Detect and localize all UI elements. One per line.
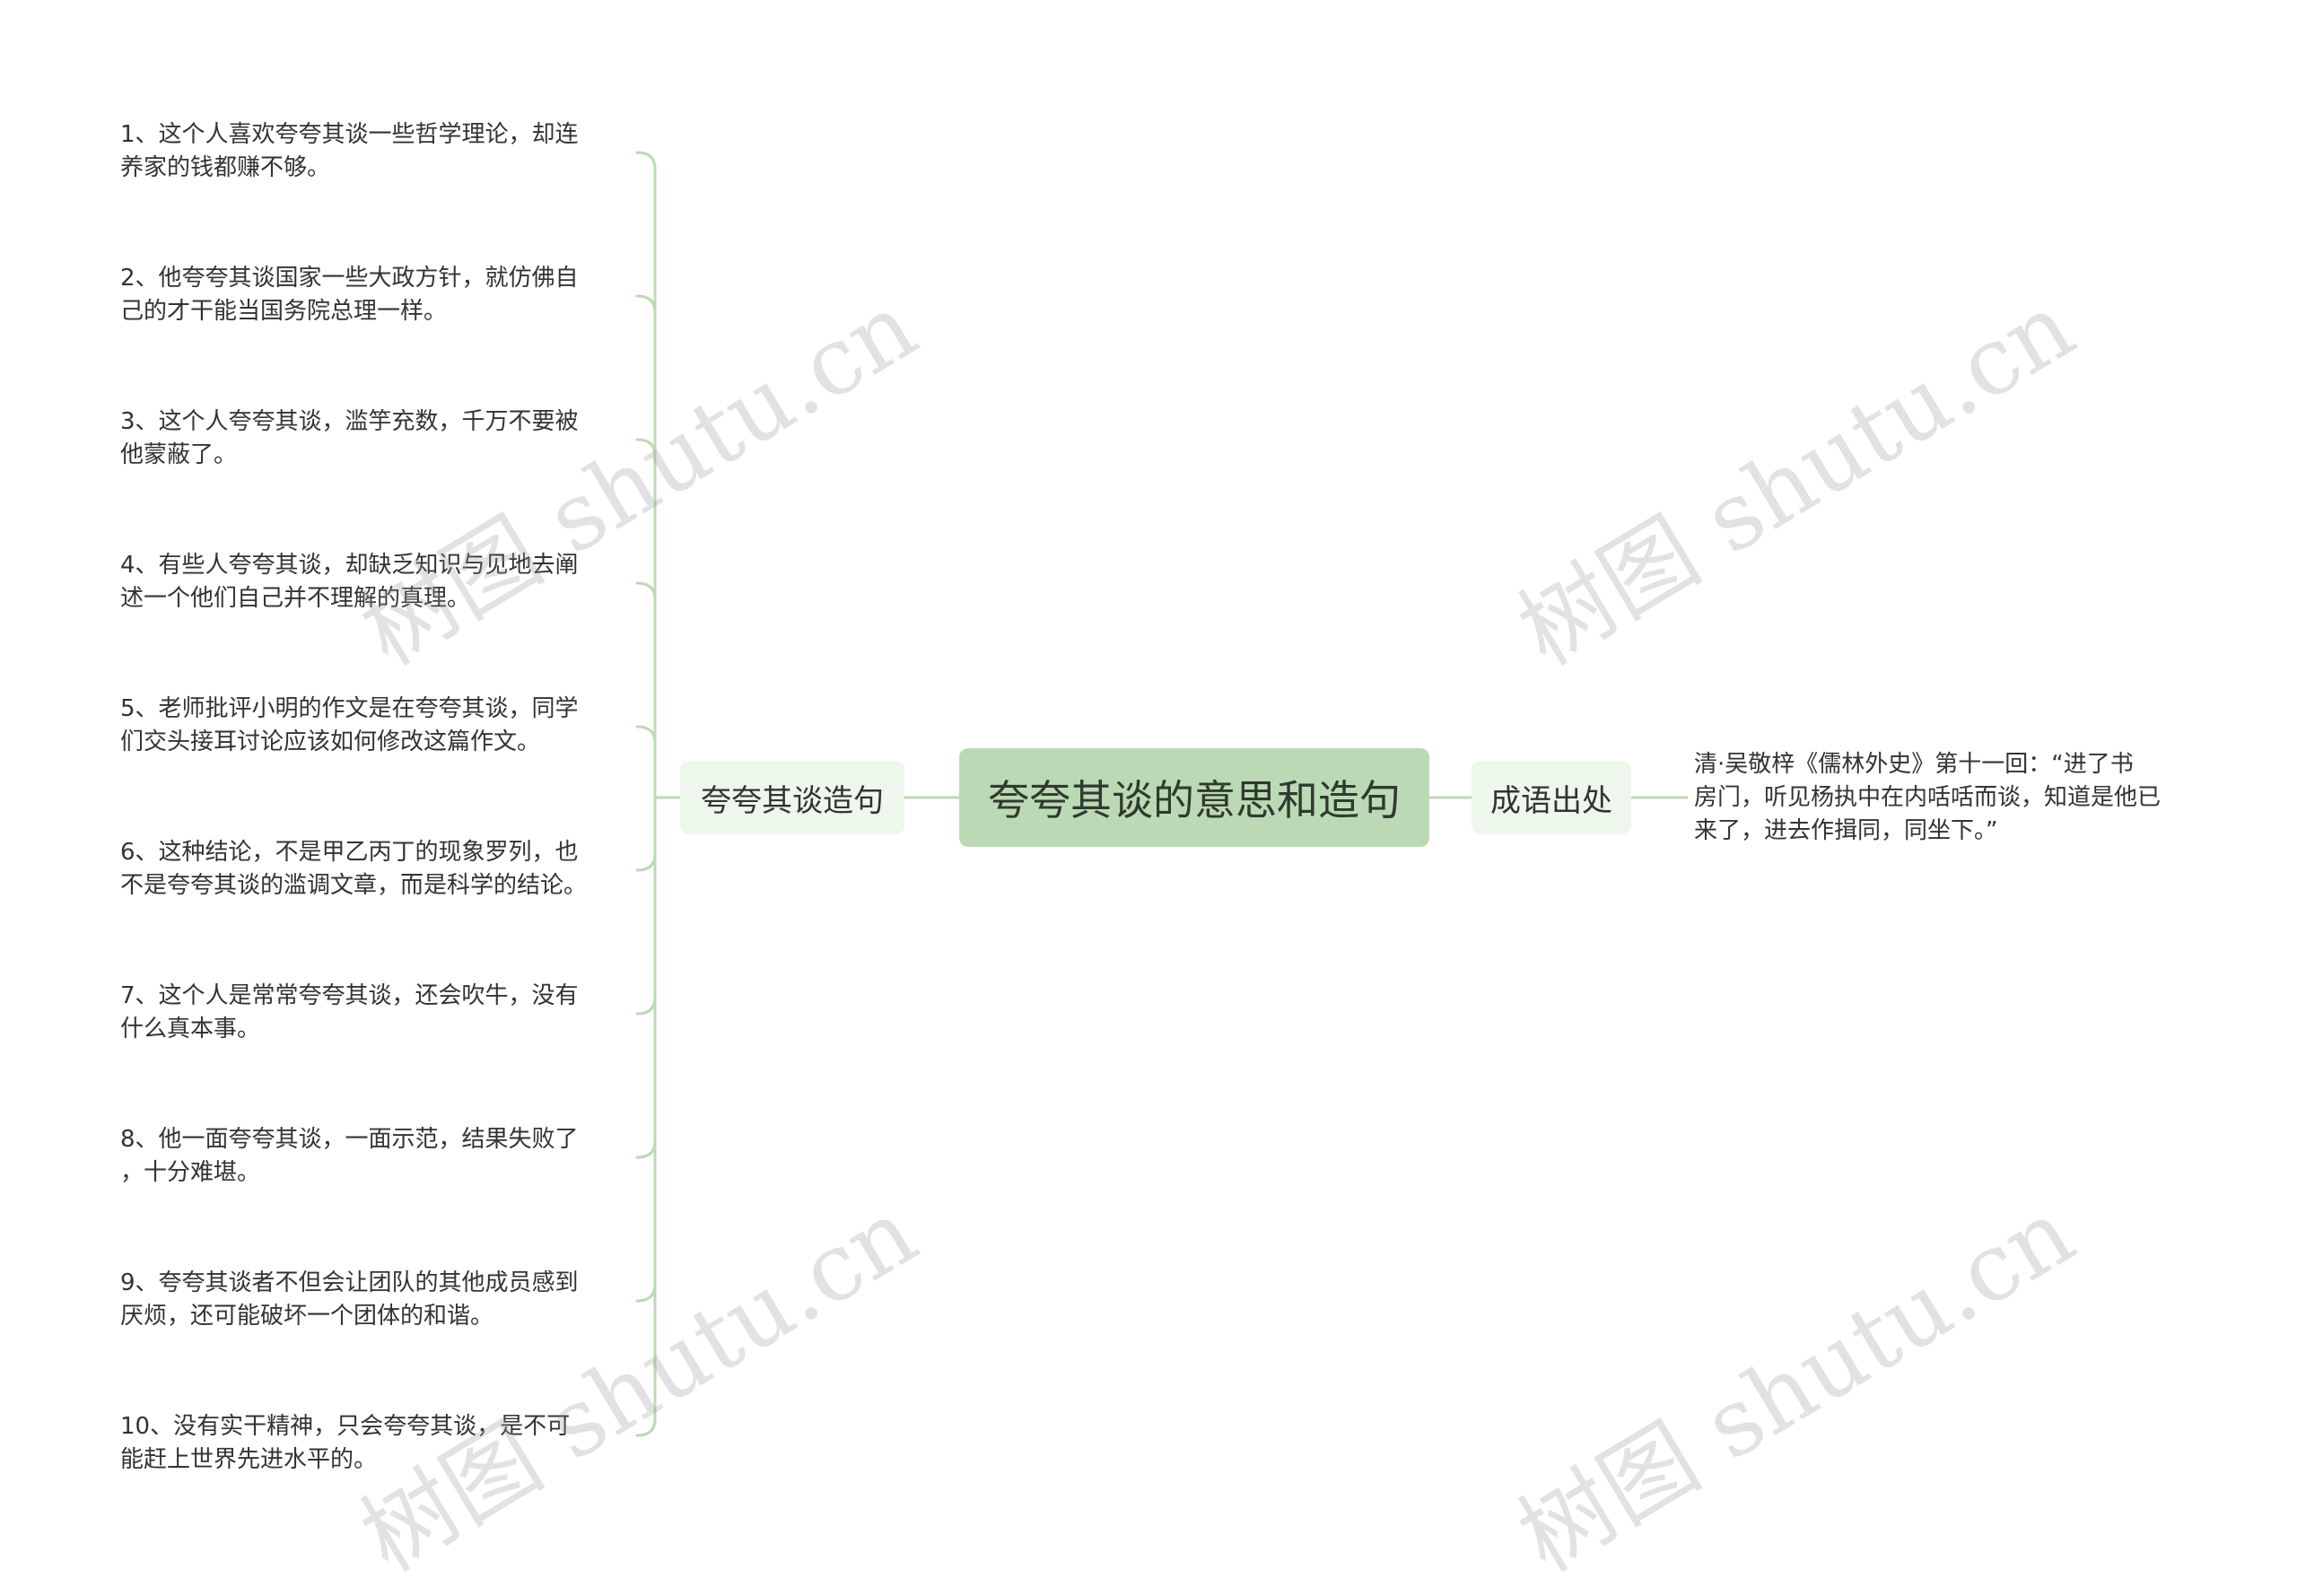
example-sentence-3[interactable]: 3、这个人夸夸其谈，滥竽充数，千万不要被 他蒙蔽了。 <box>120 408 579 468</box>
tick-4 <box>635 581 657 601</box>
tick-1 <box>635 151 657 170</box>
tick-3 <box>635 438 657 458</box>
tick-6 <box>635 852 657 872</box>
root-label: 夸夸其谈的意思和造句 <box>988 776 1401 824</box>
example-sentence-2[interactable]: 2、他夸夸其谈国家一些大政方针，就仿佛自 己的才干能当国务院总理一样。 <box>120 265 579 325</box>
root-node[interactable]: 夸夸其谈的意思和造句 <box>959 748 1429 847</box>
tick-5 <box>635 725 657 745</box>
example-sentence-5[interactable]: 5、老师批评小明的作文是在夸夸其谈，同学 们交头接耳讨论应该如何修改这篇作文。 <box>120 695 579 755</box>
branch-label: 成语出处 <box>1490 782 1612 819</box>
branch-idiom-origin[interactable]: 成语出处 <box>1472 761 1631 834</box>
branch-usage-examples[interactable]: 夸夸其谈造句 <box>680 761 904 834</box>
example-sentence-6[interactable]: 6、这种结论，不是甲乙丙丁的现象罗列，也 不是夸夸其谈的滥调文章，而是科学的结论… <box>120 839 588 899</box>
tick-10 <box>635 1417 657 1437</box>
example-sentence-4[interactable]: 4、有些人夸夸其谈，却缺乏知识与见地去阐 述一个他们自己并不理解的真理。 <box>120 552 579 612</box>
example-sentence-1[interactable]: 1、这个人喜欢夸夸其谈一些哲学理论，却连 养家的钱都赚不够。 <box>120 121 579 181</box>
tick-2 <box>635 294 657 314</box>
example-sentence-8[interactable]: 8、他一面夸夸其谈，一面示范，结果失败了 ，十分难堪。 <box>120 1126 579 1186</box>
example-sentence-7[interactable]: 7、这个人是常常夸夸其谈，还会吹牛，没有 什么真本事。 <box>120 982 579 1042</box>
tick-7 <box>635 996 657 1016</box>
tick-8 <box>635 1139 657 1159</box>
tick-9 <box>635 1283 657 1303</box>
example-sentence-9[interactable]: 9、夸夸其谈者不但会让团队的其他成员感到 厌烦，还可能破坏一个团体的和谐。 <box>120 1269 579 1330</box>
example-sentence-10[interactable]: 10、没有实干精神，只会夸夸其谈，是不可 能赶上世界先进水平的。 <box>120 1413 571 1473</box>
idiom-origin-quote[interactable]: 清·吴敬梓《儒林外史》第十一回：“进了书 房门，听见杨执中在内咶咶而谈，知道是他… <box>1694 751 2162 844</box>
branch-label: 夸夸其谈造句 <box>701 782 884 819</box>
